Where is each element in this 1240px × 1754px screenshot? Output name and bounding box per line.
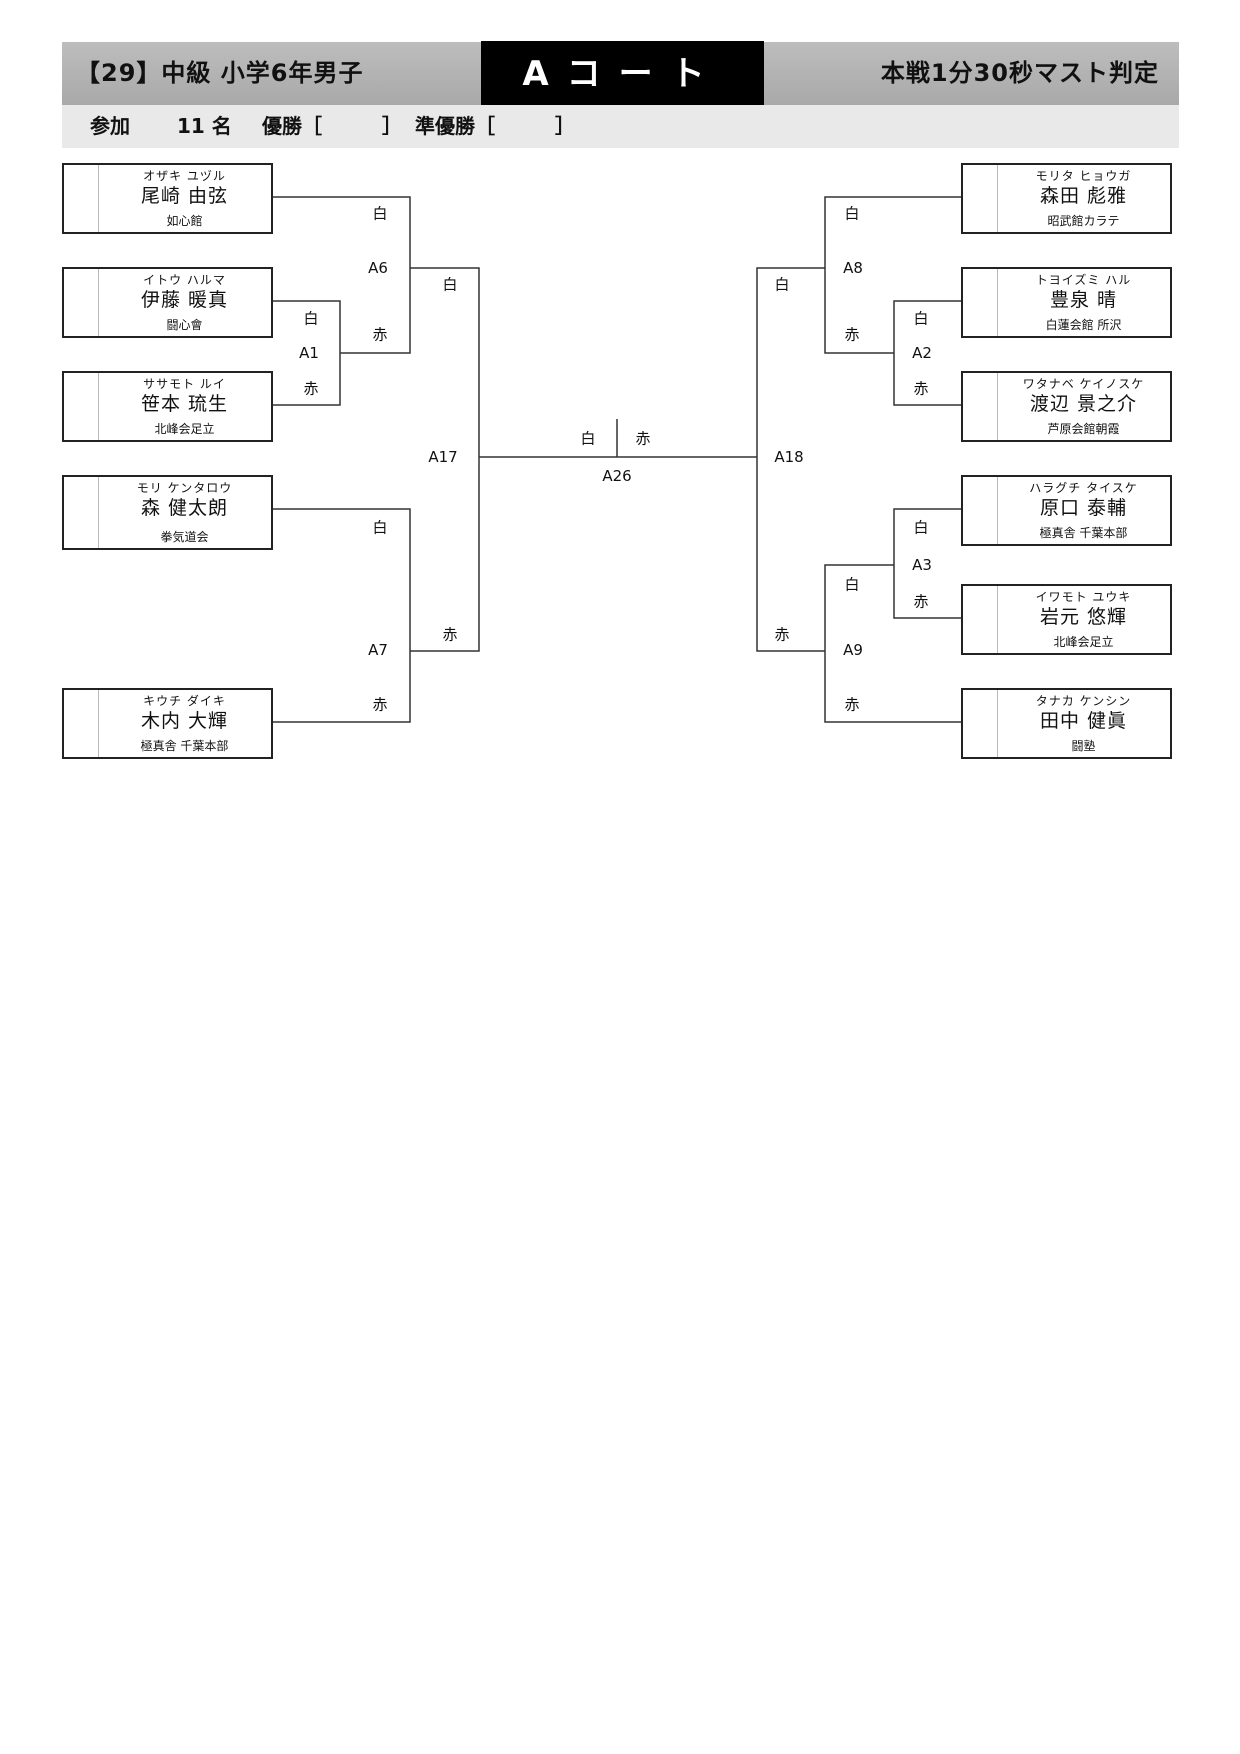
card-divider	[98, 477, 99, 548]
corner-white-label: 白	[442, 275, 458, 294]
participants-count: 11 名	[177, 114, 232, 138]
corner-red-label: 赤	[635, 429, 651, 448]
player-name: 尾崎 由弦	[140, 185, 229, 207]
player-dojo: 闘塾	[1071, 739, 1096, 753]
player-card-left-3: ササモト ルイ 笹本 琉生 北峰会足立	[62, 371, 273, 442]
corner-red-label: 赤	[442, 625, 458, 644]
player-card-right-3: ワタナベ ケイノスケ 渡辺 景之介 芦原会館朝霞	[961, 371, 1172, 442]
player-name: 森 健太朗	[140, 497, 229, 519]
info-bar: 参加 11 名 優勝［ ］ 準優勝［ ］	[62, 105, 1179, 148]
winner-field: 優勝［ ］	[262, 114, 402, 138]
card-divider	[997, 477, 998, 544]
player-dojo: 如心館	[166, 214, 203, 228]
card-divider	[98, 690, 99, 757]
match-a26-label: A26	[602, 467, 632, 485]
player-dojo: 極真舎 千葉本部	[140, 739, 229, 753]
player-dojo: 拳気道会	[160, 530, 209, 544]
corner-white-label: 白	[303, 309, 319, 328]
corner-red-label: 赤	[372, 325, 388, 344]
match-a8-label: A8	[843, 259, 863, 277]
match-a1-label: A1	[299, 344, 319, 362]
player-card-left-5: キウチ ダイキ 木内 大輝 極真舎 千葉本部	[62, 688, 273, 759]
match-a18-label: A18	[774, 448, 804, 466]
player-card-left-1: オザキ ユヅル 尾崎 由弦 如心館	[62, 163, 273, 234]
card-divider	[997, 373, 998, 440]
corner-white-label: 白	[372, 204, 388, 223]
player-name: 森田 彪雅	[1039, 185, 1128, 207]
corner-red-label: 赤	[913, 592, 929, 611]
match-a3-label: A3	[912, 556, 932, 574]
player-kana: モリ ケンタロウ	[136, 481, 233, 495]
card-divider	[98, 165, 99, 232]
corner-white-label: 白	[913, 518, 929, 537]
match-a6-label: A6	[368, 259, 388, 277]
player-dojo: 芦原会館朝霞	[1047, 422, 1120, 436]
participants-label: 参加	[90, 114, 130, 138]
player-dojo: 北峰会足立	[154, 422, 215, 436]
player-card-right-4: ハラグチ タイスケ 原口 泰輔 極真舎 千葉本部	[961, 475, 1172, 546]
player-name: 渡辺 景之介	[1029, 393, 1138, 415]
player-card-right-1: モリタ ヒョウガ 森田 彪雅 昭武館カラテ	[961, 163, 1172, 234]
match-a9-label: A9	[843, 641, 863, 659]
corner-red-label: 赤	[372, 695, 388, 714]
player-kana: トヨイズミ ハル	[1035, 273, 1132, 287]
player-card-left-2: イトウ ハルマ 伊藤 暖真 闘心會	[62, 267, 273, 338]
player-name: 豊泉 晴	[1049, 289, 1118, 311]
corner-white-label: 白	[774, 275, 790, 294]
player-dojo: 闘心會	[166, 318, 203, 332]
card-divider	[997, 165, 998, 232]
player-card-right-2: トヨイズミ ハル 豊泉 晴 白蓮会館 所沢	[961, 267, 1172, 338]
player-kana: イトウ ハルマ	[143, 273, 226, 287]
player-name: 原口 泰輔	[1039, 497, 1128, 519]
card-divider	[98, 373, 99, 440]
corner-white-label: 白	[844, 204, 860, 223]
card-divider	[997, 269, 998, 336]
player-card-left-4: モリ ケンタロウ 森 健太朗 拳気道会	[62, 475, 273, 550]
player-name: 笹本 琉生	[140, 393, 229, 415]
player-dojo: 白蓮会館 所沢	[1045, 318, 1122, 332]
court-label: Aコート	[481, 41, 764, 107]
match-a17-label: A17	[428, 448, 458, 466]
corner-white-label: 白	[580, 429, 596, 448]
player-kana: モリタ ヒョウガ	[1035, 169, 1132, 183]
player-dojo: 昭武館カラテ	[1047, 214, 1120, 228]
corner-white-label: 白	[913, 309, 929, 328]
corner-red-label: 赤	[913, 379, 929, 398]
player-name: 伊藤 暖真	[140, 289, 229, 311]
header-bar: 【29】中級 小学6年男子 Aコート 本戦1分30秒マスト判定	[62, 41, 1179, 107]
player-card-right-6: タナカ ケンシン 田中 健眞 闘塾	[961, 688, 1172, 759]
player-card-right-5: イワモト ユウキ 岩元 悠輝 北峰会足立	[961, 584, 1172, 655]
runner-up-field: 準優勝［ ］	[415, 114, 575, 138]
player-kana: ハラグチ タイスケ	[1029, 481, 1138, 495]
player-name: 木内 大輝	[140, 710, 229, 732]
player-dojo: 北峰会足立	[1053, 635, 1114, 649]
corner-red-label: 赤	[774, 625, 790, 644]
player-dojo: 極真舎 千葉本部	[1039, 526, 1128, 540]
player-name: 岩元 悠輝	[1039, 606, 1128, 628]
match-a2-label: A2	[912, 344, 932, 362]
division-title: 【29】中級 小学6年男子	[76, 59, 364, 87]
player-kana: イワモト ユウキ	[1035, 590, 1132, 604]
card-divider	[997, 690, 998, 757]
card-divider	[98, 269, 99, 336]
match-a7-label: A7	[368, 641, 388, 659]
player-kana: オザキ ユヅル	[143, 169, 226, 183]
corner-red-label: 赤	[303, 379, 319, 398]
card-divider	[997, 586, 998, 653]
corner-red-label: 赤	[844, 325, 860, 344]
match-rule: 本戦1分30秒マスト判定	[880, 59, 1159, 87]
corner-white-label: 白	[844, 575, 860, 594]
player-kana: ワタナベ ケイノスケ	[1022, 377, 1145, 391]
player-kana: タナカ ケンシン	[1035, 694, 1132, 708]
player-kana: キウチ ダイキ	[143, 694, 226, 708]
corner-white-label: 白	[372, 518, 388, 537]
player-name: 田中 健眞	[1039, 710, 1128, 732]
corner-red-label: 赤	[844, 695, 860, 714]
player-kana: ササモト ルイ	[143, 377, 226, 391]
